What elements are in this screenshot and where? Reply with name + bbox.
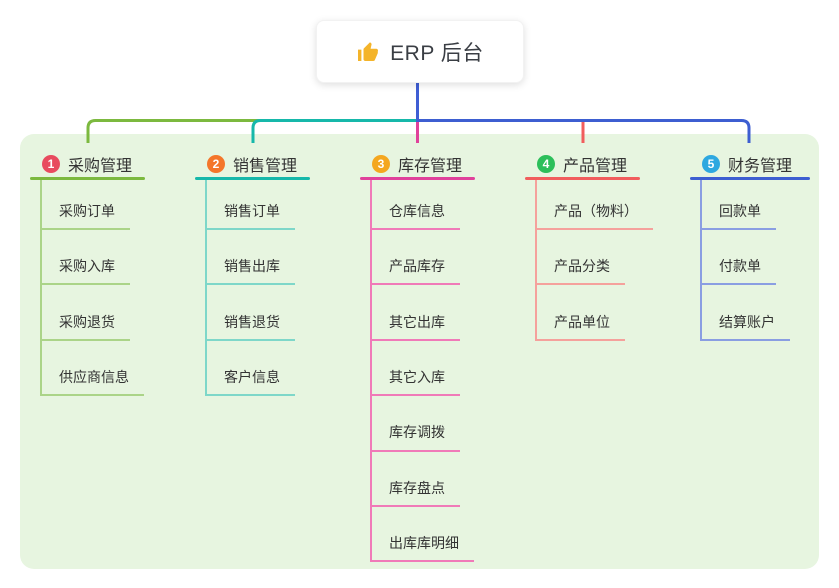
branch-label: 销售管理: [233, 157, 298, 175]
branch-children: 销售订单 销售出库 销售退货 客户信息: [205, 180, 295, 397]
branch-number-badge: 1: [42, 154, 60, 173]
branch-header-product[interactable]: 4 产品管理: [525, 150, 640, 177]
branch-label: 产品管理: [563, 157, 628, 175]
branch-header-inventory[interactable]: 3 库存管理: [360, 150, 475, 177]
branch-header-purchase[interactable]: 1 采购管理: [30, 150, 145, 177]
branch-number-badge: 4: [537, 154, 555, 173]
branch-inventory: 3 库存管理 仓库信息 产品库存 其它出库 其它入库 库存调拨 库存盘点 出库库…: [360, 150, 475, 563]
branch-header-sales[interactable]: 2 销售管理: [195, 150, 310, 177]
child-item[interactable]: 销售退货: [207, 285, 295, 341]
root-title: ERP 后台: [390, 41, 484, 65]
branch-underline: [525, 177, 640, 180]
branch-underline: [195, 177, 310, 180]
child-item[interactable]: 产品分类: [537, 230, 653, 286]
branch-product: 4 产品管理 产品（物料） 产品分类 产品单位: [525, 150, 653, 341]
branch-label: 财务管理: [728, 157, 793, 175]
child-item[interactable]: 付款单: [702, 230, 790, 286]
child-item[interactable]: 结算账户: [702, 285, 790, 341]
branch-underline: [690, 177, 810, 180]
child-item[interactable]: 其它入库: [372, 341, 474, 397]
branch-number-badge: 5: [702, 154, 720, 173]
child-item[interactable]: 仓库信息: [372, 180, 474, 230]
branch-children: 采购订单 采购入库 采购退货 供应商信息: [40, 180, 144, 397]
root-node[interactable]: ERP 后台: [316, 20, 524, 83]
child-item[interactable]: 销售出库: [207, 230, 295, 286]
branch-sales: 2 销售管理 销售订单 销售出库 销售退货 客户信息: [195, 150, 310, 397]
branch-underline: [30, 177, 145, 180]
branches-panel: [20, 134, 819, 569]
thumbs-up-icon: [356, 40, 380, 64]
child-item[interactable]: 库存盘点: [372, 452, 474, 507]
branch-purchase: 1 采购管理 采购订单 采购入库 采购退货 供应商信息: [30, 150, 145, 397]
branch-children: 仓库信息 产品库存 其它出库 其它入库 库存调拨 库存盘点 出库库明细: [370, 180, 474, 563]
branch-label: 库存管理: [398, 157, 463, 175]
child-item[interactable]: 采购退货: [42, 285, 144, 341]
branch-underline: [360, 177, 475, 180]
child-item[interactable]: 产品（物料）: [537, 180, 653, 230]
child-item[interactable]: 回款单: [702, 180, 790, 230]
branch-number-badge: 2: [207, 154, 225, 173]
branch-number-badge: 3: [372, 154, 390, 173]
branch-finance: 5 财务管理 回款单 付款单 结算账户: [690, 150, 810, 341]
child-item[interactable]: 采购订单: [42, 180, 144, 230]
branch-header-finance[interactable]: 5 财务管理: [690, 150, 810, 177]
child-item[interactable]: 客户信息: [207, 341, 295, 397]
branch-label: 采购管理: [68, 157, 133, 175]
branch-children: 回款单 付款单 结算账户: [700, 180, 790, 341]
branch-children: 产品（物料） 产品分类 产品单位: [535, 180, 653, 341]
child-item[interactable]: 销售订单: [207, 180, 295, 230]
child-item[interactable]: 库存调拨: [372, 396, 474, 452]
child-item[interactable]: 其它出库: [372, 285, 474, 341]
child-item[interactable]: 采购入库: [42, 230, 144, 286]
child-item[interactable]: 产品单位: [537, 285, 653, 341]
child-item[interactable]: 产品库存: [372, 230, 474, 286]
child-item[interactable]: 供应商信息: [42, 341, 144, 397]
child-item[interactable]: 出库库明细: [372, 507, 474, 563]
